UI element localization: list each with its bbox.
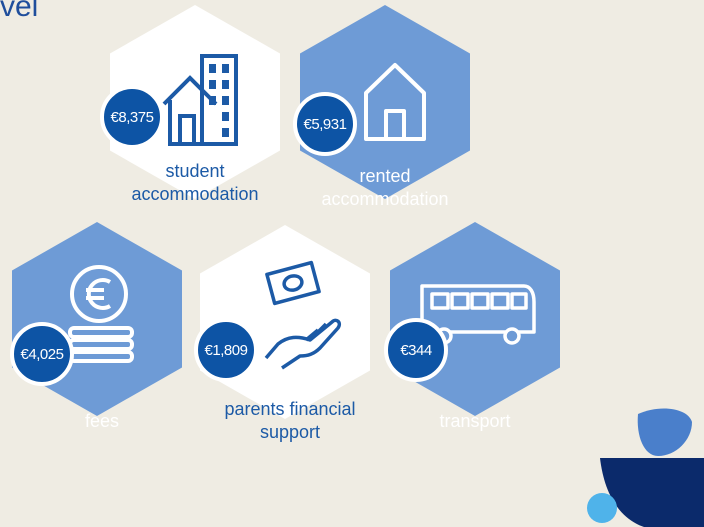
apartment-building-icon	[162, 54, 238, 146]
decorative-shapes	[587, 408, 704, 527]
euro-coin-stack-icon	[68, 265, 134, 363]
bus-icon	[420, 284, 536, 345]
label-student-accommodation: student accommodation	[131, 161, 259, 204]
amount-badge-fees: €4,025	[10, 322, 74, 386]
amount-badge-rented: €5,931	[293, 92, 357, 156]
heading-text: vel	[0, 0, 39, 23]
amount-badge-student: €8,375	[100, 85, 164, 149]
label-parents-financial-support: parents financial support	[224, 399, 356, 442]
hand-with-banknote-icon	[264, 260, 342, 370]
label-fees: fees	[84, 411, 120, 431]
amount-badge-parents: €1,809	[194, 318, 258, 382]
label-transport: transport	[439, 411, 511, 431]
label-rented-accommodation: rented accommodation	[321, 166, 449, 209]
amount-badge-transport: €344	[384, 318, 448, 382]
house-icon	[364, 63, 426, 141]
